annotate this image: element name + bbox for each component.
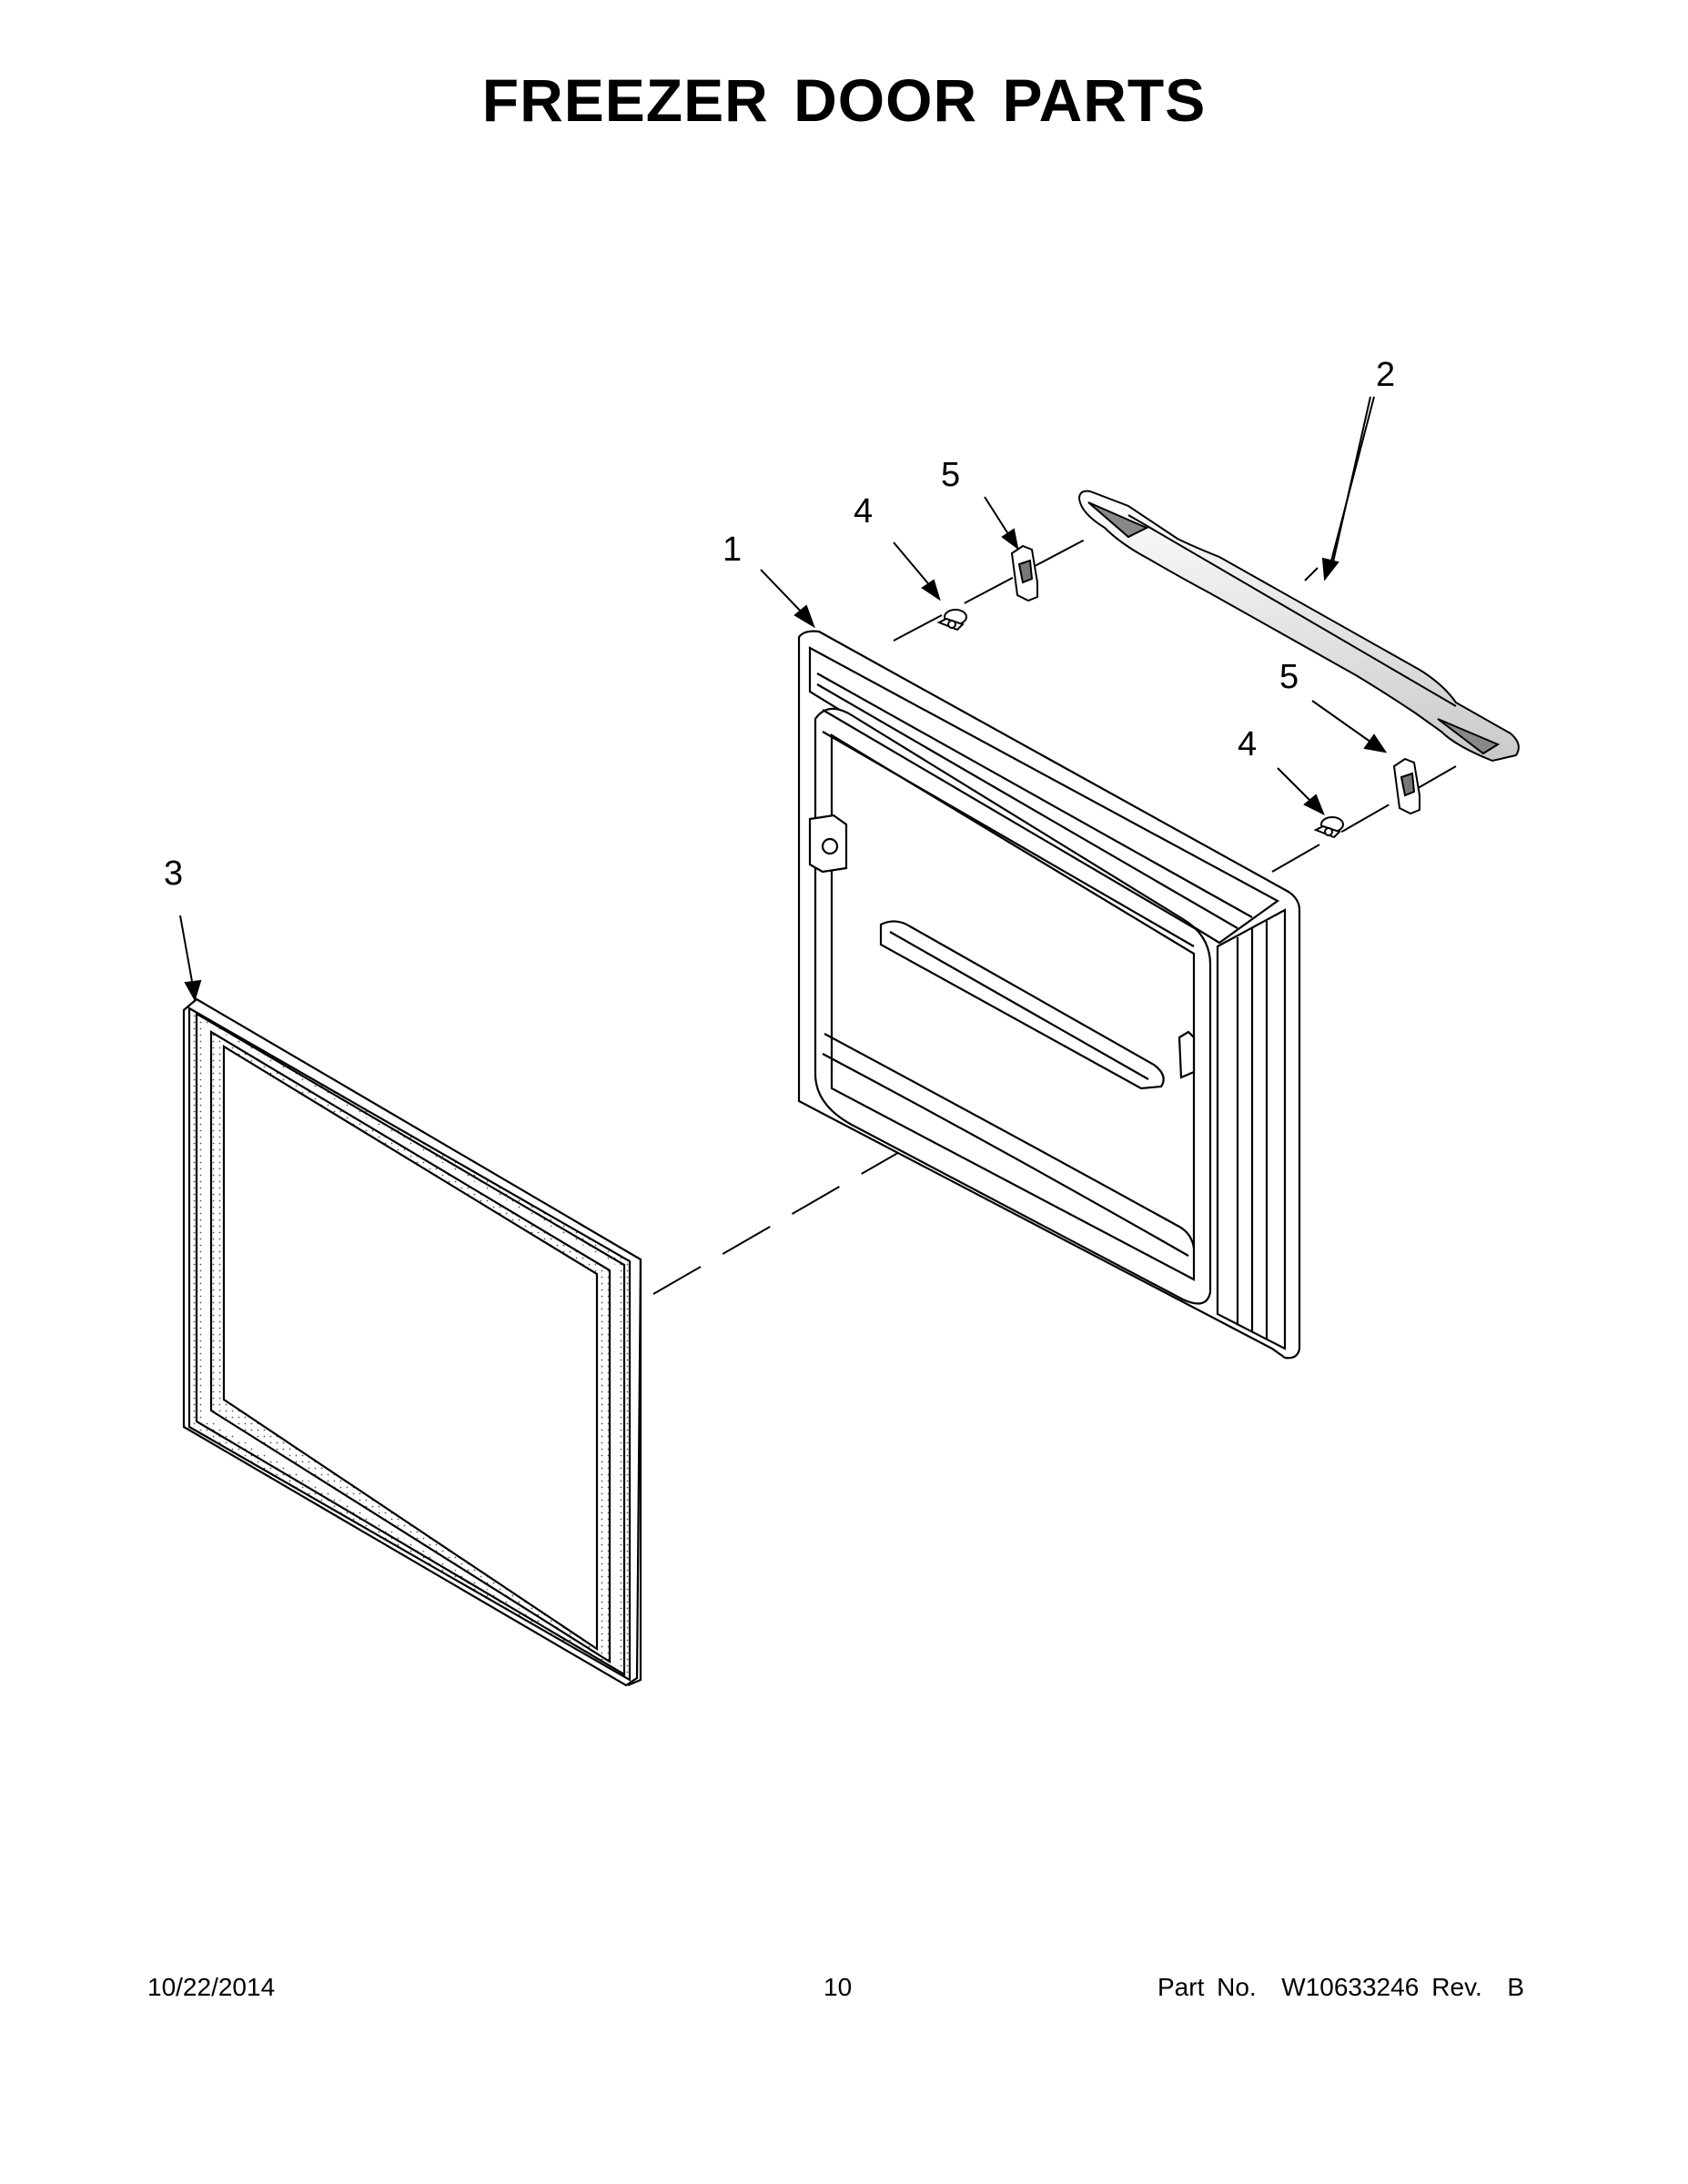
screw-top [936,609,967,632]
part-number-text: Part No. W10633246 [1157,1973,1420,2001]
footer-page-number: 10 [824,1973,853,2001]
clip-bottom [1392,757,1420,815]
callout-4-top: 4 [854,492,873,531]
page-title: FREEZER DOOR PARTS [481,66,1207,134]
clip-top [1010,544,1038,602]
leader-lines [179,396,1388,1002]
footer-date: 10/22/2014 [147,1973,276,2001]
footer-part-number: Part No. W10633246 Rev. B [1157,1973,1524,2002]
callout-5-top: 5 [941,456,960,494]
screw-bottom [1313,816,1344,839]
freezer-door [797,630,1301,1360]
callout-5-bottom: 5 [1279,658,1299,696]
door-gasket [182,997,642,1687]
door-handle [1077,490,1520,763]
callout-3: 3 [164,854,183,893]
callout-4-bottom: 4 [1238,725,1257,763]
revision-text: Rev. B [1431,1973,1525,2001]
callout-1: 1 [723,531,742,569]
callout-2: 2 [1376,356,1395,394]
